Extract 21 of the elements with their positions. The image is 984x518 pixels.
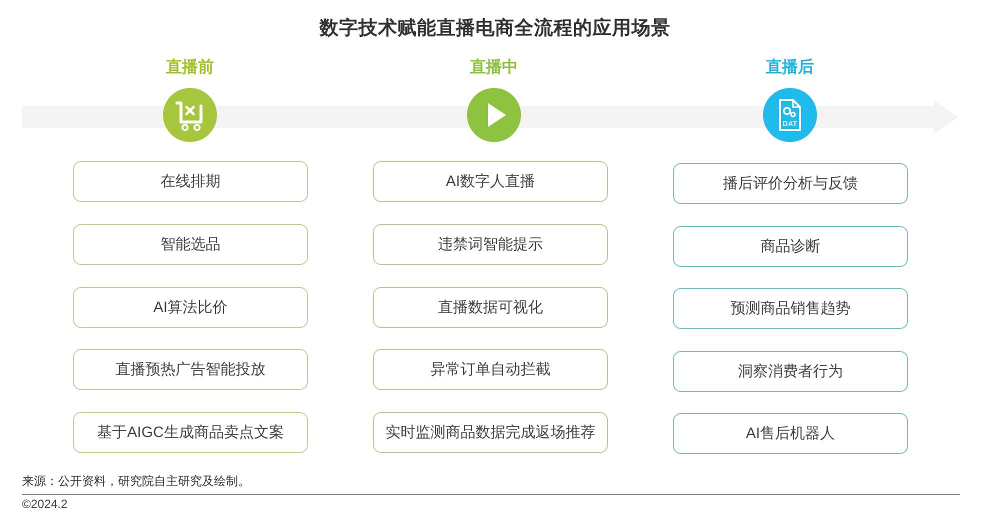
step-box: 智能选品 [73, 224, 308, 265]
step-box: 在线排期 [73, 161, 308, 202]
step-box: 洞察消费者行为 [673, 351, 908, 392]
step-box: 播后评价分析与反馈 [673, 163, 908, 204]
step-box: 商品诊断 [673, 226, 908, 267]
step-box: 基于AIGC生成商品卖点文案 [73, 412, 308, 453]
step-box: AI算法比价 [73, 287, 308, 328]
step-box: AI数字人直播 [373, 161, 608, 202]
source-note: 来源：公开资料，研究院自主研究及绘制。 [22, 474, 250, 489]
stage-heading: 直播中 [470, 58, 518, 78]
step-box: 实时监测商品数据完成返场推荐 [373, 412, 608, 453]
stage-heading: 直播前 [166, 58, 214, 78]
step-box: 预测商品销售趋势 [673, 288, 908, 329]
title: 数字技术赋能直播电商全流程的应用场景 [320, 16, 670, 41]
step-box: 直播预热广告智能投放 [73, 349, 308, 390]
step-box: 违禁词智能提示 [373, 224, 608, 265]
step-box: 直播数据可视化 [373, 287, 608, 328]
copyright-note: ©2024.2 [22, 497, 68, 512]
step-box: AI售后机器人 [673, 413, 908, 454]
step-box: 异常订单自动拦截 [373, 349, 608, 390]
stage-heading: 直播后 [766, 57, 814, 78]
